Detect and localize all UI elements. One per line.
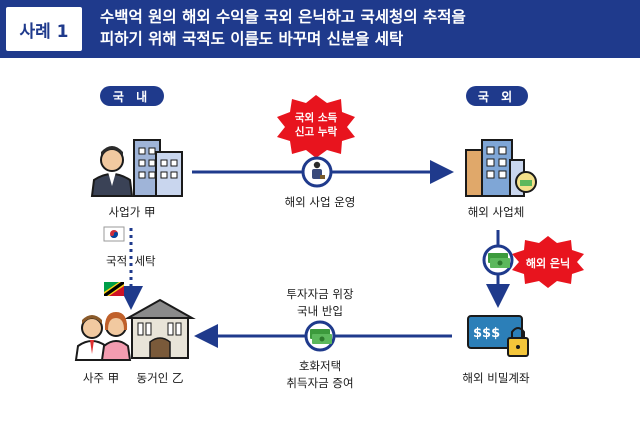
saint-kitts-flag-icon [104,282,124,296]
burst-unreported-icon [277,95,355,158]
korea-flag-icon [103,226,125,242]
investment-label-line2: 국내 반입 [297,304,343,318]
luxury-label-line1: 호화저택 [298,359,342,373]
overseas-company-building-icon [465,139,537,197]
header-bar: 사례 1 수백억 원의 해외 수익을 국외 은닉하고 국세청의 추적을 피하기 … [0,0,640,58]
header-title: 수백억 원의 해외 수익을 국외 은닉하고 국세청의 추적을 피하기 위해 국적… [100,6,630,50]
investment-label: 투자자금 위장 국내 반입 [286,286,353,320]
luxury-label: 호화저택 취득자금 증여 [286,358,353,392]
luxury-label-line2: 취득자금 증여 [286,376,354,390]
money-circle-icon [482,244,514,276]
header-title-line2: 피하기 위해 국적도 이름도 바꾸며 신분을 세탁 [100,30,404,48]
header-title-line1: 수백억 원의 해외 수익을 국외 은닉하고 국세청의 추적을 [100,8,466,26]
businessman-building-icon [90,139,183,197]
owner-label: 사주 甲 [82,371,120,385]
overseas-company-label: 해외 사업체 [467,205,525,219]
secret-account-icon: $$$ [467,315,529,357]
case-badge: 사례 1 [6,7,82,51]
investment-label-line1: 투자자금 위장 [286,287,354,301]
business-owner-label: 사업가 甲 [108,205,156,219]
burst-concealment-label: 해외 은닉 [525,257,571,270]
burst-unreported-line1: 국외 소득 [294,112,338,124]
owner-cohabitant-mansion-icon [74,298,196,361]
overseas-pill: 국 외 [466,86,528,106]
businessman-circle-icon [301,156,333,188]
burst-unreported-label: 국외 소득 신고 누락 [295,111,337,139]
money-circle-icon-bottom [304,320,336,352]
domestic-pill: 국 내 [100,86,164,106]
overseas-operation-label: 해외 사업 운영 [284,195,356,209]
burst-concealment-icon [512,236,584,288]
burst-unreported-line2: 신고 누락 [294,126,338,138]
cohabitant-label: 동거인 乙 [136,371,184,385]
secret-account-label: 해외 비밀계좌 [462,371,530,385]
nationality-laundering-label: 국적 세탁 [106,254,156,268]
svg-text:$$$: $$$ [473,326,500,341]
